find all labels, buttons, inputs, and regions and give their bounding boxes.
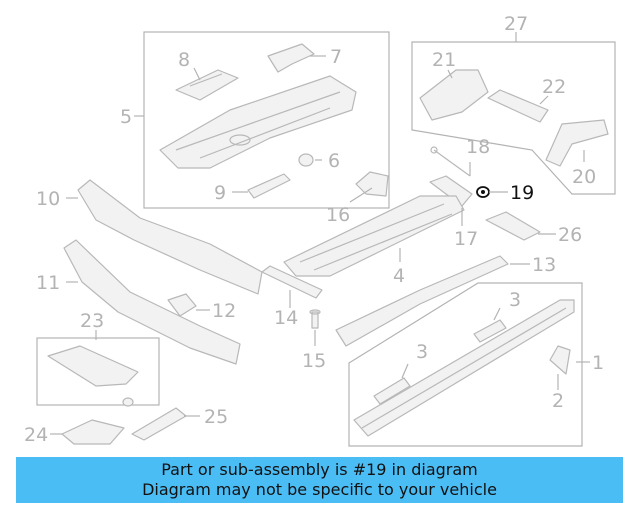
- banner-line-1: Part or sub-assembly is #19 in diagram: [161, 460, 478, 479]
- label-11: 11: [36, 272, 60, 294]
- parts-diagram: 8 7 5 6 9 10 11 12 14 15 16 17 18 19 4 1…: [24, 13, 616, 447]
- part-21-shape: [419, 69, 489, 121]
- part-24-shape: [61, 419, 125, 445]
- part-19-shape: [476, 186, 490, 198]
- banner-line-2: Diagram may not be specific to your vehi…: [142, 480, 497, 499]
- label-6: 6: [328, 150, 340, 172]
- label-22: 22: [542, 76, 566, 98]
- part-11-shape: [63, 239, 241, 365]
- part-23-bolt-shape: [122, 397, 134, 407]
- part-23-shape: [47, 345, 139, 387]
- label-12: 12: [212, 300, 236, 322]
- group-box-27: [411, 41, 616, 195]
- part-14-shape: [261, 265, 323, 299]
- group-box-1: [348, 282, 583, 447]
- label-2: 2: [552, 390, 564, 412]
- label-18: 18: [466, 136, 490, 158]
- label-1: 1: [592, 352, 604, 374]
- label-17: 17: [454, 228, 478, 250]
- label-15: 15: [302, 350, 326, 372]
- label-21: 21: [432, 49, 456, 71]
- label-4: 4: [393, 265, 405, 287]
- part-5-shape: [159, 75, 357, 169]
- label-5: 5: [120, 106, 132, 128]
- label-14: 14: [274, 307, 298, 329]
- part-6-shape: [298, 153, 314, 167]
- label-20: 20: [572, 166, 596, 188]
- label-10: 10: [36, 188, 60, 210]
- part-16-shape: [355, 171, 389, 197]
- label-9: 9: [214, 182, 226, 204]
- label-24: 24: [24, 424, 48, 446]
- group-box-5: [143, 31, 390, 209]
- label-8: 8: [178, 49, 190, 71]
- part-4-shape: [283, 195, 465, 277]
- label-27: 27: [504, 13, 528, 35]
- part-25-shape: [131, 407, 187, 441]
- group-box-23: [36, 337, 160, 406]
- part-9-shape: [247, 173, 291, 199]
- label-3a: 3: [509, 289, 521, 311]
- leader-lines: [50, 32, 590, 435]
- part-18-shape: [430, 146, 471, 177]
- label-26: 26: [558, 224, 582, 246]
- part-3b-shape: [373, 377, 411, 405]
- part-2-shape: [549, 345, 571, 375]
- label-25: 25: [204, 406, 228, 428]
- label-16: 16: [326, 204, 350, 226]
- label-23: 23: [80, 310, 104, 332]
- part-7-shape: [267, 43, 315, 73]
- part-12-shape: [167, 293, 197, 317]
- part-13-shape: [335, 255, 509, 347]
- part-1-shape: [353, 299, 575, 437]
- part-10-shape: [77, 179, 263, 295]
- part-15-shape: [309, 309, 321, 329]
- label-7: 7: [330, 46, 342, 68]
- label-13: 13: [532, 254, 556, 276]
- part-8-shape: [175, 69, 239, 101]
- label-3b: 3: [416, 341, 428, 363]
- info-banner: Part or sub-assembly is #19 in diagram D…: [16, 457, 623, 503]
- part-26-shape: [485, 211, 541, 241]
- part-22-shape: [487, 89, 549, 123]
- part-3a-shape: [473, 319, 507, 343]
- part-20-shape: [545, 119, 609, 167]
- label-19: 19: [510, 182, 534, 204]
